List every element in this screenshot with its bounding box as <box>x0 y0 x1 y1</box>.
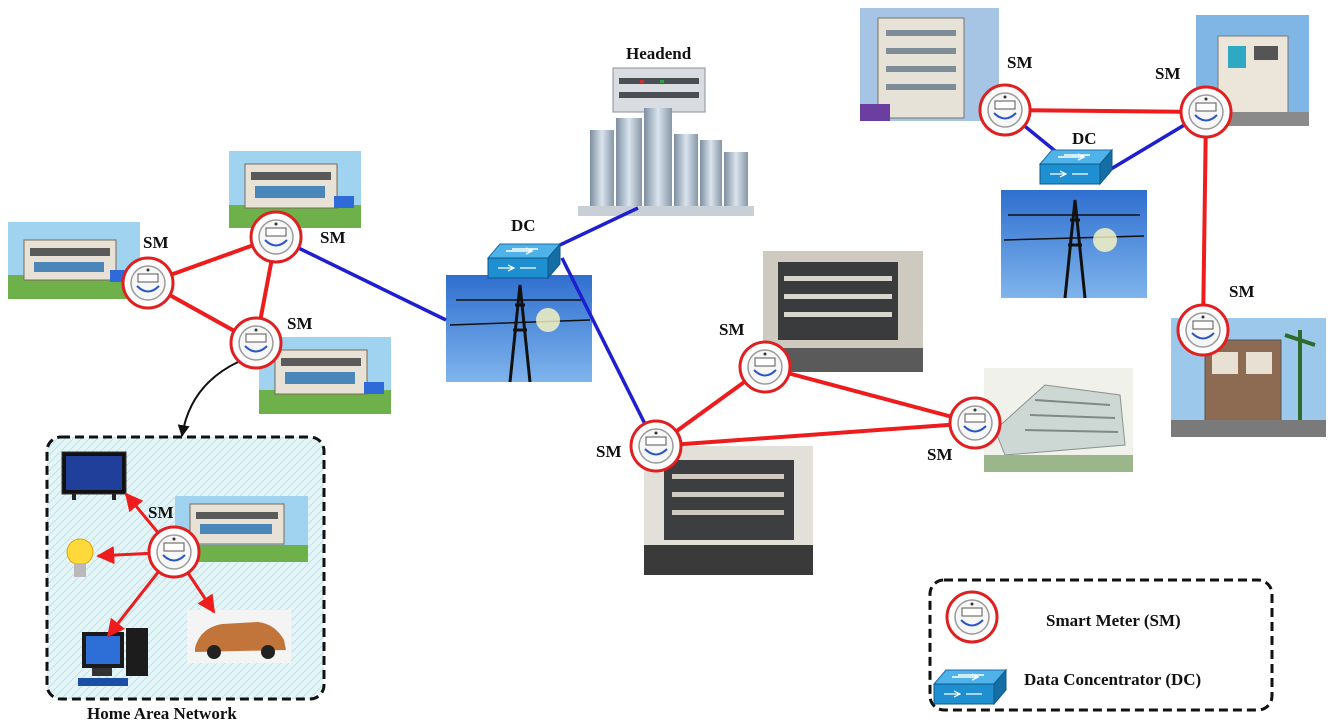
electric-car-icon <box>187 610 291 663</box>
sm-label-campus: SM <box>927 445 953 464</box>
legend-data-concentrator-text: Data Concentrator (DC) <box>1024 670 1202 689</box>
sm-label-mid: SM <box>287 314 313 333</box>
headend-server-rack <box>612 67 706 113</box>
legend-smart-meter-text: Smart Meter (SM) <box>1046 611 1181 630</box>
tv-icon <box>61 451 127 500</box>
headend-label: Headend <box>626 44 692 63</box>
han-house-picture <box>175 496 308 562</box>
sm-label-apartment: SM <box>1007 53 1033 72</box>
house-picture-mid <box>259 337 391 414</box>
smart-meter-icon-cb <box>629 419 683 473</box>
sm-label-villa-top: SM <box>1155 64 1181 83</box>
mesh-link <box>655 421 976 448</box>
han-connection-arrow <box>177 361 239 438</box>
sm-label-top: SM <box>320 228 346 247</box>
smart-meter-icon-vt <box>1179 85 1233 139</box>
backhaul-link <box>275 235 447 322</box>
sm-label-villa-bottom: SM <box>1229 282 1255 301</box>
dc-label-right: DC <box>1072 129 1097 148</box>
mesh-link <box>1201 111 1208 331</box>
campus-picture <box>984 368 1133 472</box>
mesh-link <box>1004 108 1207 114</box>
legend-smart-meter-icon <box>945 590 999 644</box>
house-picture-top <box>229 151 361 228</box>
backhaul-link <box>560 257 658 447</box>
smart-meter-icon-left <box>121 256 175 310</box>
sm-label-left: SM <box>143 233 169 252</box>
dc-label-center: DC <box>511 216 536 235</box>
mesh-link <box>764 365 976 425</box>
house-picture-left <box>8 222 140 299</box>
legend-box <box>928 578 1274 712</box>
light-bulb-icon <box>66 538 94 577</box>
home-area-network-label: Home Area Network <box>87 704 237 723</box>
sm-label-han: SM <box>148 503 174 522</box>
right-pylon-picture <box>1001 190 1147 299</box>
data-concentrator-icon-right <box>1038 148 1114 186</box>
smart-meter-icon-mid <box>229 316 283 370</box>
smart-meter-icon-campus <box>948 396 1002 450</box>
smart-meter-icon-vb <box>1176 303 1230 357</box>
smart-meter-icon-han <box>147 525 201 579</box>
headend-skyscrapers <box>578 108 754 216</box>
sm-label-center-bottom: SM <box>596 442 622 461</box>
model-building-picture-b <box>644 446 813 575</box>
apartment-picture <box>860 8 999 121</box>
smart-meter-icon-apt <box>978 83 1032 137</box>
data-concentrator-icon-center <box>486 242 562 280</box>
sm-label-center-top: SM <box>719 320 745 339</box>
smart-meter-icon-top <box>249 210 303 264</box>
desktop-computer-icon <box>78 628 148 686</box>
smart-meter-icon-ct <box>738 340 792 394</box>
legend-data-concentrator-icon <box>932 668 1008 706</box>
devices-layer <box>121 83 1233 706</box>
center-pylon-picture <box>446 275 592 383</box>
